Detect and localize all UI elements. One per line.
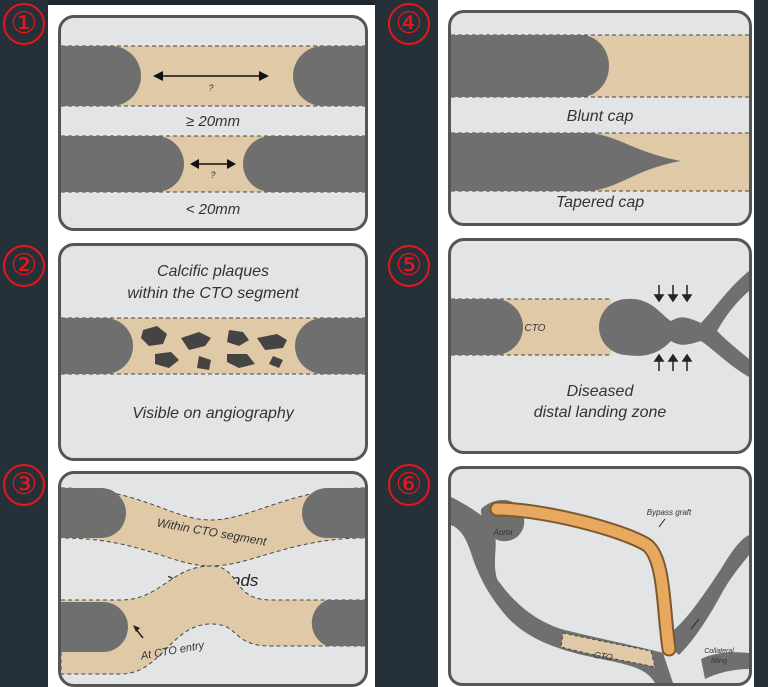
vessel-stump-right-top bbox=[293, 46, 365, 106]
aorta-label: Aorta bbox=[492, 528, 513, 537]
panel-bypass-graft: Aorta Bypass graft CTO Collateral fillin… bbox=[448, 466, 752, 686]
label-ge-20mm: ≥ 20mm bbox=[186, 113, 240, 130]
collateral-label-line1: Collateral bbox=[704, 648, 734, 655]
bypass-graft-label: Bypass graft bbox=[647, 508, 692, 517]
badge-1: ① bbox=[3, 3, 45, 45]
cto-segment bbox=[561, 633, 655, 667]
background-left bbox=[0, 0, 48, 687]
collateral-label-line2: filling bbox=[711, 658, 727, 665]
blunt-cap-vessel bbox=[451, 35, 609, 97]
badge-2: ② bbox=[3, 245, 45, 287]
badge-3: ③ bbox=[3, 464, 45, 506]
panel-proximal-cap: Blunt cap Tapered cap bbox=[448, 10, 752, 226]
left-column: ? ≥ 20mm ? < 20mm Calcific plaques withi… bbox=[48, 5, 375, 687]
panel-distal-landing-zone: CTO Diseased distal landing zone bbox=[448, 238, 752, 454]
panel-lesion-length: ? ≥ 20mm ? < 20mm bbox=[58, 15, 368, 231]
tapered-cap-label: Tapered cap bbox=[556, 194, 644, 211]
background-right bbox=[754, 0, 768, 687]
vessel-stump-left-bottom bbox=[61, 136, 184, 192]
badge-5: ⑤ bbox=[388, 245, 430, 287]
question-mark-small: ? bbox=[210, 170, 215, 180]
badge-4: ④ bbox=[388, 3, 430, 45]
label-lt-20mm: < 20mm bbox=[186, 201, 241, 218]
badge-6: ⑥ bbox=[388, 464, 430, 506]
right-column: Blunt cap Tapered cap CTO Disea bbox=[438, 0, 754, 687]
blunt-cap-label: Blunt cap bbox=[567, 108, 634, 125]
calcific-title-line1: Calcific plaques bbox=[157, 263, 269, 280]
vessel-stump-left-top bbox=[61, 46, 141, 106]
calcific-bottom-label: Visible on angiography bbox=[132, 405, 295, 422]
cto-label-panel6: CTO bbox=[593, 650, 613, 663]
diseased-label-line1: Diseased bbox=[567, 383, 635, 400]
diseased-label-line2: distal landing zone bbox=[534, 404, 667, 421]
question-mark: ? bbox=[208, 83, 213, 93]
panel-tortuosity: Within CTO segment ≥ 45° bends At CTO en… bbox=[58, 471, 368, 687]
cto-label: CTO bbox=[525, 323, 546, 334]
background-middle bbox=[375, 0, 438, 687]
vessel-stump-right-bottom bbox=[243, 136, 365, 192]
panel-calcification: Calcific plaques within the CTO segment … bbox=[58, 243, 368, 461]
calcific-title-line2: within the CTO segment bbox=[127, 285, 299, 302]
